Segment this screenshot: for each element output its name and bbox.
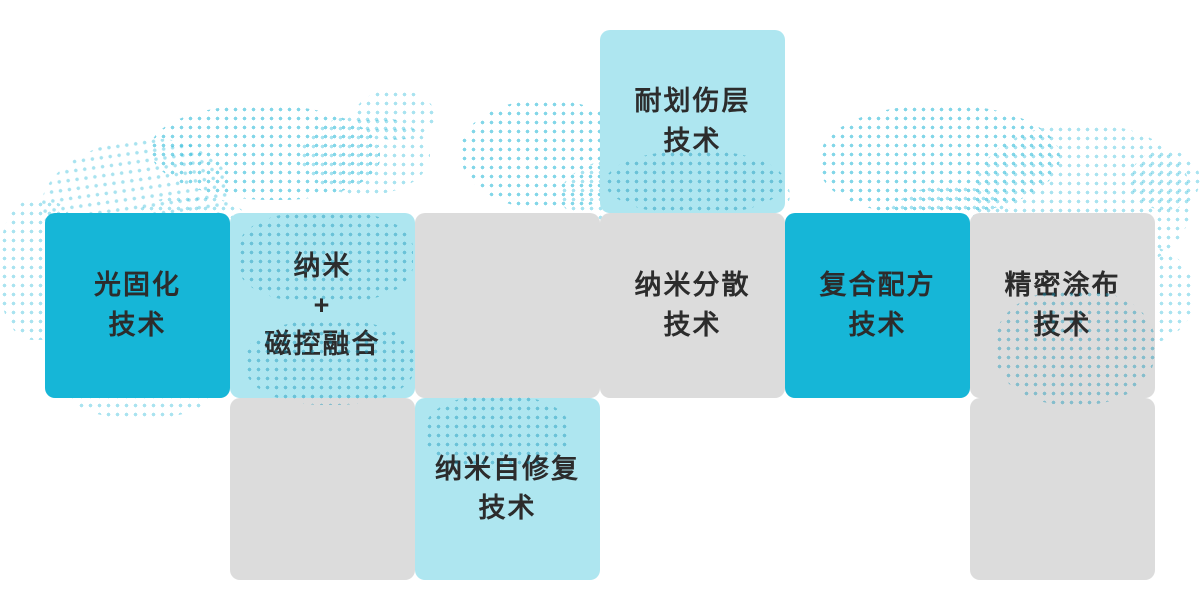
map-dot-cluster bbox=[355, 90, 435, 140]
tile-uv-curing: 光固化 技术 bbox=[45, 213, 230, 398]
tile-label: 耐划伤层 技术 bbox=[634, 86, 751, 156]
tile-blank-middle bbox=[415, 213, 600, 398]
tile-label: 复合配方 技术 bbox=[819, 270, 936, 340]
map-dot-cluster bbox=[300, 115, 430, 195]
tile-nano-dispersion: 纳米分散 技术 bbox=[600, 213, 785, 398]
map-dot-cluster bbox=[820, 105, 1060, 215]
map-dot-cluster bbox=[1130, 150, 1200, 210]
tile-precision-coating: 精密涂布 技术 bbox=[970, 213, 1155, 398]
map-dot-cluster bbox=[150, 105, 380, 200]
tile-label: 精密涂布 技术 bbox=[1004, 270, 1121, 340]
tile-blank-bottom-right bbox=[970, 398, 1155, 580]
tile-label: 光固化 技术 bbox=[94, 270, 181, 340]
tile-nano-self-healing: 纳米自修复 技术 bbox=[415, 398, 600, 580]
tile-composite-formula: 复合配方 技术 bbox=[785, 213, 970, 398]
tile-label: 纳米分散 技术 bbox=[634, 270, 751, 340]
tile-blank-bottom-left bbox=[230, 398, 415, 580]
tile-scratch-resistant-layer: 耐划伤层 技术 bbox=[600, 30, 785, 213]
tile-label: 纳米 + 磁控融合 bbox=[264, 250, 381, 360]
tile-label: 纳米自修复 技术 bbox=[435, 453, 580, 523]
tile-nano-magnetron-fusion: 纳米 + 磁控融合 bbox=[230, 213, 415, 398]
